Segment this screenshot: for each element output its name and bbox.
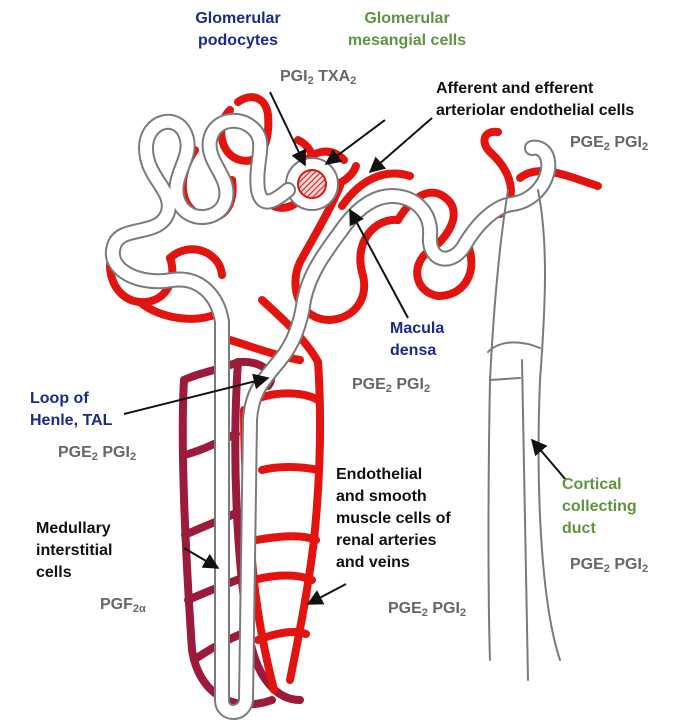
prostanoid-glomerulus: PGI2 TXA2: [280, 66, 356, 88]
prostanoid-name: PGE: [570, 556, 604, 573]
prostanoid-subscript: 2: [386, 383, 392, 395]
label-line: densa: [390, 340, 444, 362]
label-line: Endothelial: [336, 464, 451, 486]
label-afferent-efferent: Afferent and efferent arteriolar endothe…: [436, 78, 634, 122]
label-line: podocytes: [178, 30, 298, 52]
prostanoid-name: TXA: [318, 68, 350, 85]
prostanoid-name: PGE: [58, 444, 92, 461]
prostanoid-subscript: 2: [604, 141, 610, 153]
label-line: cells: [36, 562, 112, 584]
prostanoid-subscript: 2: [350, 75, 356, 87]
label-line: Loop of: [30, 388, 112, 410]
prostanoid-subscript: 2: [424, 383, 430, 395]
label-line: Henle, TAL: [30, 410, 112, 432]
label-loop-of-henle: Loop of Henle, TAL: [30, 388, 112, 432]
arrow-mesangial: [326, 120, 385, 164]
prostanoid-name: PGE: [570, 134, 604, 151]
prostanoid-subscript: 2: [642, 563, 648, 575]
label-line: and smooth: [336, 486, 451, 508]
prostanoid-subscript: 2α: [133, 603, 146, 615]
label-line: mesangial cells: [312, 30, 502, 52]
label-line: interstitial: [36, 540, 112, 562]
arrow-arteriolar: [370, 118, 432, 172]
prostanoid-name: PGE: [352, 376, 386, 393]
label-line: Medullary: [36, 518, 112, 540]
label-line: collecting: [562, 496, 637, 518]
label-medullary-interstitial: Medullary interstitial cells: [36, 518, 112, 584]
prostanoid-renal-vessels: PGE2 PGI2: [388, 598, 466, 620]
collecting-duct: [488, 190, 560, 680]
prostanoid-name: PGI: [102, 444, 130, 461]
label-line: renal arteries: [336, 530, 451, 552]
label-line: Cortical: [562, 474, 637, 496]
arrow-podocytes: [270, 92, 305, 165]
prostanoid-loop-of-henle: PGE2 PGI2: [58, 442, 136, 464]
label-endothelial-smooth-muscle: Endothelial and smooth muscle cells of r…: [336, 464, 451, 574]
label-line: duct: [562, 518, 637, 540]
prostanoid-name: PGI: [614, 134, 642, 151]
label-line: Glomerular: [178, 8, 298, 30]
label-glomerular-mesangial: Glomerular mesangial cells: [312, 8, 502, 52]
prostanoid-collecting-duct: PGE2 PGI2: [570, 554, 648, 576]
prostanoid-subscript: 2: [130, 451, 136, 463]
prostanoid-name: PGI: [432, 600, 460, 617]
prostanoid-name: PGE: [388, 600, 422, 617]
prostanoid-name: PGI: [396, 376, 424, 393]
prostanoid-name: PGF: [100, 596, 133, 613]
label-glomerular-podocytes: Glomerular podocytes: [178, 8, 298, 52]
prostanoid-subscript: 2: [604, 563, 610, 575]
label-line: muscle cells of: [336, 508, 451, 530]
prostanoid-name: PGI: [614, 556, 642, 573]
prostanoid-name: PGI: [280, 68, 308, 85]
prostanoid-subscript: 2: [460, 607, 466, 619]
label-line: and veins: [336, 552, 451, 574]
prostanoid-subscript: 2: [92, 451, 98, 463]
arrow-collecting-duct: [532, 440, 566, 480]
prostanoid-medullary: PGF2α: [100, 594, 146, 616]
label-macula-densa: Macula densa: [390, 318, 444, 362]
label-line: Macula: [390, 318, 444, 340]
prostanoid-arteriolar: PGE2 PGI2: [570, 132, 648, 154]
arrow-renal-vessels: [308, 584, 346, 604]
label-cortical-collecting-duct: Cortical collecting duct: [562, 474, 637, 540]
prostanoid-subscript: 2: [422, 607, 428, 619]
prostanoid-macula-densa: PGE2 PGI2: [352, 374, 430, 396]
label-line: Afferent and efferent: [436, 78, 634, 100]
prostanoid-subscript: 2: [642, 141, 648, 153]
label-line: arteriolar endothelial cells: [436, 100, 634, 122]
glomerulus-tuft: [298, 170, 326, 198]
prostanoid-subscript: 2: [308, 75, 314, 87]
label-line: Glomerular: [312, 8, 502, 30]
